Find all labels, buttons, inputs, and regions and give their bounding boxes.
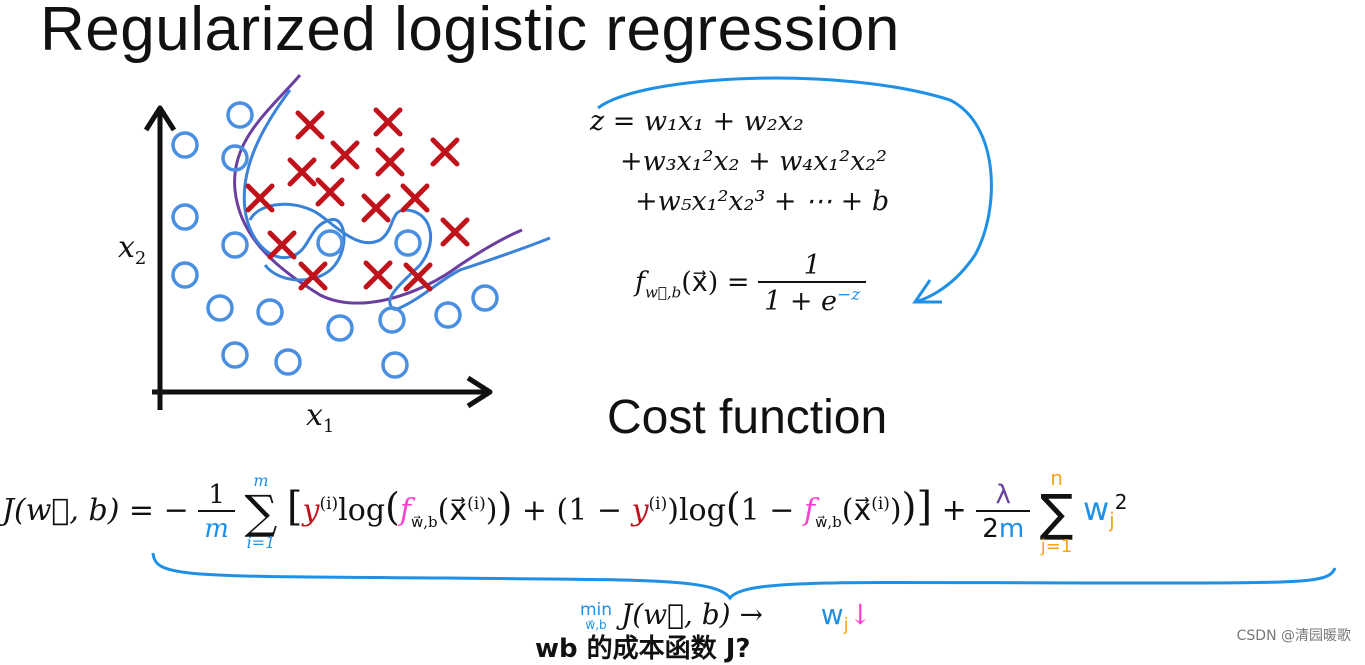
- x-axis-arrow: [466, 375, 493, 409]
- circle-marker: [171, 203, 199, 231]
- x1-axis-label: x1: [306, 398, 335, 437]
- cross-marker: [440, 217, 470, 247]
- slide-title: Regularized logistic regression: [40, 0, 900, 64]
- circle-marker: [378, 306, 406, 334]
- x2-axis-label: x2: [118, 230, 147, 269]
- circle-marker: [381, 351, 409, 379]
- cross-marker: [267, 230, 297, 260]
- circle-marker: [434, 301, 462, 329]
- purple-boundary-curve: [233, 74, 523, 305]
- z-equation-line1: z = w₁x₁ + w₂x₂: [590, 106, 804, 137]
- sigmoid-equation: fw⃗,b(x⃗) = 1 1 + e−z: [635, 250, 867, 317]
- circle-marker: [274, 348, 302, 376]
- cross-marker: [287, 157, 317, 187]
- video-subtitle: wb 的成本函数 J?: [535, 634, 751, 664]
- cross-marker: [400, 183, 430, 213]
- circle-marker: [171, 261, 199, 289]
- circle-marker: [471, 284, 499, 312]
- minimize-expression: min w⃗,b J(w⃗, b) → wj↓: [580, 598, 873, 636]
- cross-marker: [315, 177, 345, 207]
- z-equation-line3: +w₅x₁²x₂³ + ⋯ + b: [635, 186, 890, 217]
- cross-marker: [330, 140, 360, 170]
- sigmoid-fraction: 1 1 + e−z: [758, 250, 867, 317]
- cross-marker: [375, 147, 405, 177]
- blue-overfit-curve: [242, 89, 551, 312]
- cost-equation: J(w⃗, b) = − 1 m m ∑ i=1 [y(i)log(fw⃗,b(…: [2, 466, 1128, 557]
- cross-marker: [245, 183, 275, 213]
- cost-function-heading: Cost function: [607, 391, 888, 444]
- cross-marker: [361, 193, 391, 223]
- decision-boundary-plot: [143, 74, 551, 410]
- cross-marker: [295, 110, 325, 140]
- circle-marker: [171, 131, 199, 159]
- circle-marker: [221, 231, 249, 259]
- cross-marker: [403, 262, 433, 292]
- cross-marker: [363, 260, 393, 290]
- z-equation-line2: +w₃x₁²x₂ + w₄x₁²x₂²: [620, 146, 887, 177]
- cross-marker: [298, 261, 328, 291]
- cross-markers: [245, 107, 470, 292]
- circle-marker: [226, 101, 254, 129]
- circle-marker: [221, 341, 249, 369]
- z-annotation-arrow: [597, 76, 993, 304]
- circle-marker: [394, 229, 422, 257]
- circle-marker: [256, 298, 284, 326]
- y-axis-arrow: [143, 105, 177, 132]
- cross-marker: [430, 137, 460, 167]
- circle-marker: [221, 144, 249, 172]
- circle-markers: [171, 101, 499, 379]
- circle-marker: [206, 294, 234, 322]
- circle-marker: [316, 229, 344, 257]
- circle-marker: [326, 314, 354, 342]
- cost-underbrace: [151, 552, 1337, 601]
- cross-marker: [373, 107, 403, 137]
- watermark: CSDN @清园暖歌: [1236, 628, 1351, 644]
